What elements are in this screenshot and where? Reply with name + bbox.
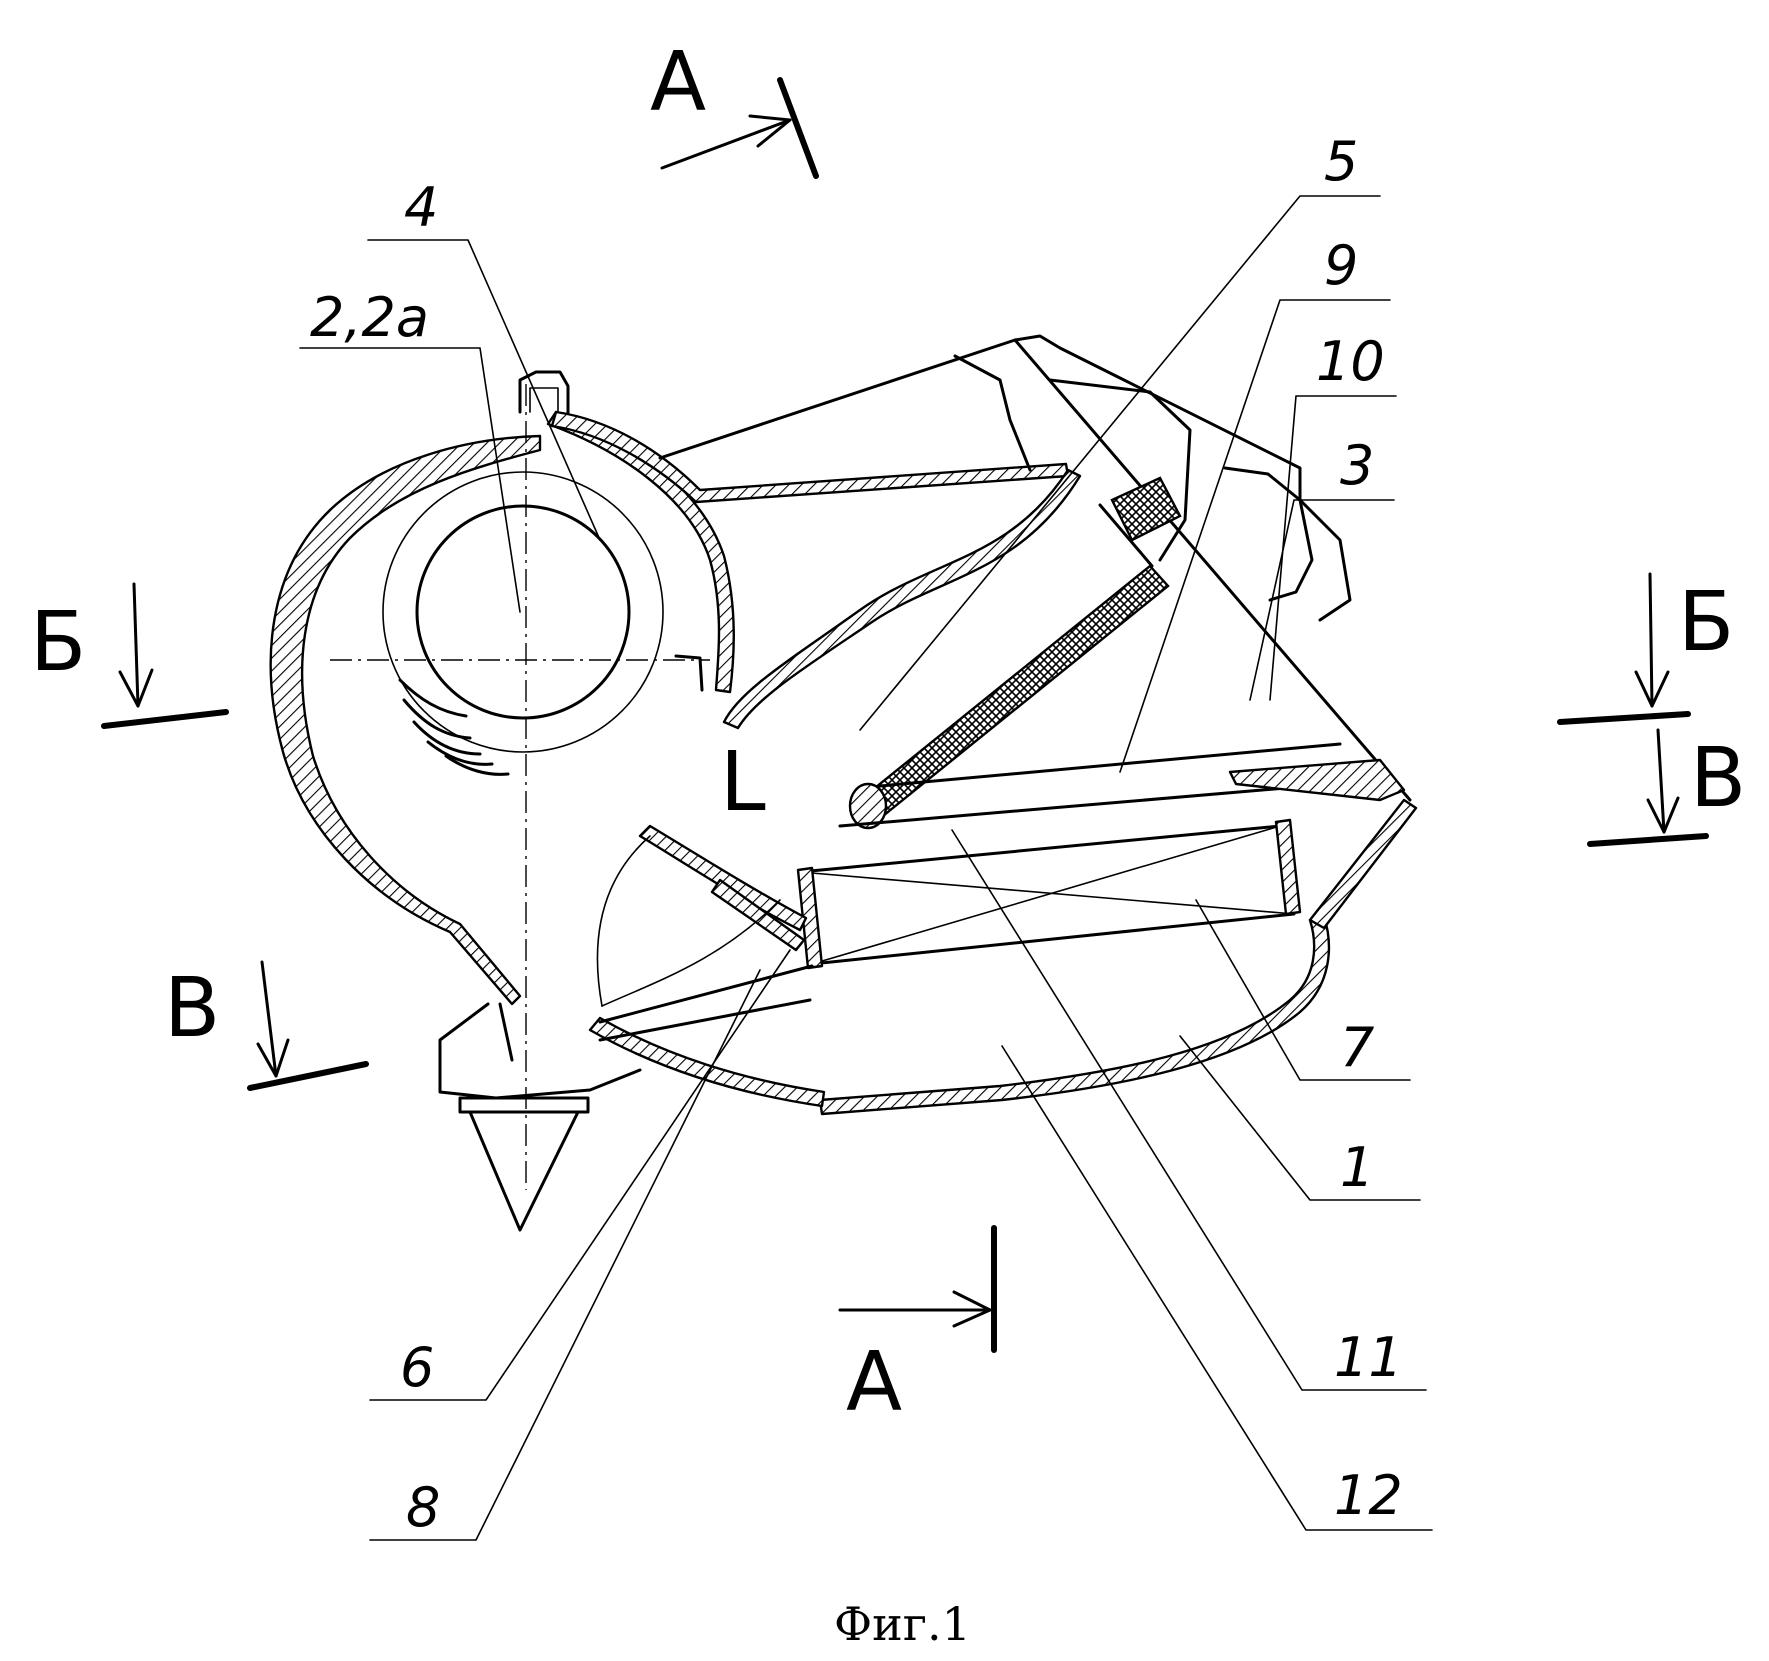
callout-4: 4 <box>404 176 438 239</box>
fan-inner-ring <box>417 506 629 718</box>
l-mark-label: L <box>720 735 766 830</box>
inner-funnel-line-2 <box>600 1000 810 1040</box>
section-v-right-label: В <box>1690 731 1746 826</box>
cartridge-diagonal-1 <box>800 872 1294 914</box>
callout-7: 7 <box>1340 1016 1374 1079</box>
section-b-right-bar <box>1560 714 1688 722</box>
lower-body-wall <box>820 916 1329 1114</box>
cartridge-diagonal-2 <box>812 826 1280 964</box>
callout-labels: 4 2,2а 5 9 10 3 7 1 11 12 6 8 <box>310 130 1403 1539</box>
section-b-right-label: Б <box>1678 575 1734 670</box>
right-diagonal-wall <box>1015 340 1410 800</box>
leader-11 <box>952 830 1426 1390</box>
section-b-left-bar <box>104 712 226 726</box>
cartridge-end-right <box>1276 820 1300 914</box>
section-a-bottom-label: А <box>846 1335 902 1430</box>
callout-1: 1 <box>1340 1136 1374 1199</box>
throat-arc <box>597 836 650 1006</box>
volute-shell <box>271 436 540 1004</box>
leader-10 <box>1270 396 1396 700</box>
callout-2-2a: 2,2а <box>310 286 429 349</box>
separator-nozzle <box>640 826 806 930</box>
inclined-mesh-filter <box>860 566 1168 820</box>
callout-12: 12 <box>1334 1464 1403 1527</box>
section-b-left-arrow <box>134 584 138 706</box>
section-v-right-bar <box>1590 836 1706 844</box>
rotation-mark <box>676 656 702 690</box>
callout-8: 8 <box>406 1476 440 1539</box>
leader-3 <box>1250 500 1394 700</box>
fan-outer-ring <box>383 472 663 752</box>
callout-9: 9 <box>1324 234 1358 297</box>
section-a-top-bar <box>780 80 816 176</box>
base-riser <box>500 1004 512 1060</box>
fan-blade-1 <box>400 680 466 716</box>
section-a-top-arrowhead <box>750 116 790 146</box>
section-b-right-arrow <box>1650 574 1652 706</box>
callout-3: 3 <box>1340 434 1374 497</box>
base-rim <box>460 1098 588 1112</box>
figure-caption: Фиг.1 <box>834 1597 971 1651</box>
section-b-left-label: Б <box>30 595 86 690</box>
section-v-left-label: В <box>164 961 220 1056</box>
callout-5: 5 <box>1324 130 1358 193</box>
section-v-right-arrow <box>1658 730 1664 832</box>
right-outlet-wall <box>1310 800 1416 928</box>
leader-8 <box>370 970 760 1540</box>
callout-6: 6 <box>400 1336 434 1399</box>
section-v-left-bar <box>250 1064 366 1088</box>
callout-11: 11 <box>1334 1326 1403 1389</box>
callout-10: 10 <box>1316 330 1385 393</box>
roof-inner <box>955 356 1030 470</box>
leader-12 <box>1002 1046 1432 1530</box>
lower-funnel-wall <box>590 1018 824 1106</box>
support-cone <box>470 1112 578 1230</box>
shelf-plate <box>1230 760 1404 800</box>
section-a-top-label: А <box>650 35 706 130</box>
inner-funnel-line <box>600 966 812 1022</box>
leader-1 <box>1180 1036 1420 1200</box>
device-housing <box>271 336 1416 1230</box>
section-v-left-arrow <box>262 962 276 1076</box>
